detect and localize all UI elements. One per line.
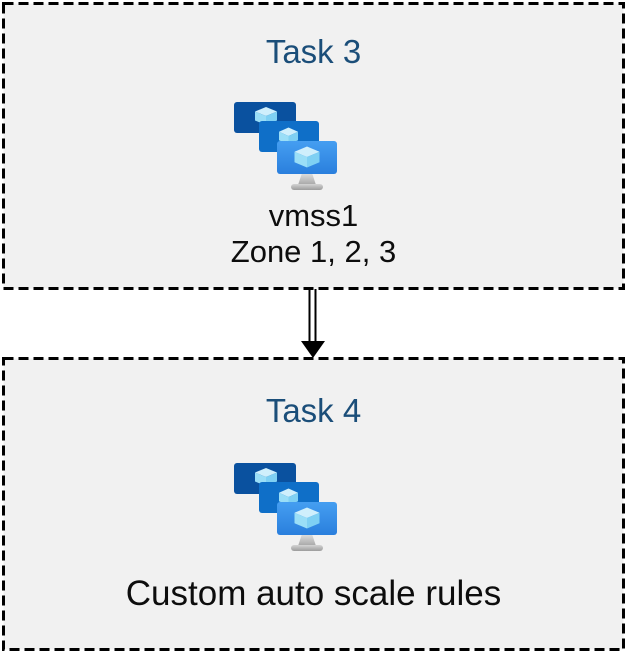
zone-label: Zone 1, 2, 3 — [230, 234, 397, 269]
monitor-stand — [298, 534, 316, 546]
vm-scale-sets-icon — [234, 102, 337, 190]
autoscale-rules-label: Custom auto scale rules — [125, 574, 502, 613]
task4-title: Task 4 — [265, 392, 362, 429]
monitor-stand — [298, 173, 316, 185]
arrow-head-icon — [301, 341, 325, 358]
cube-icon — [307, 512, 320, 529]
task3-title: Task 3 — [265, 33, 362, 70]
cube-icon — [307, 151, 320, 168]
cube-icon — [294, 151, 307, 168]
task3-box: Task 3 — [2, 2, 625, 290]
monitor-base — [291, 184, 323, 190]
vmss-name-label: vmss1 — [268, 198, 359, 233]
vm-scale-sets-icon — [234, 463, 337, 551]
down-arrow-connector — [301, 289, 325, 358]
cube-icon — [294, 512, 307, 529]
monitor-base — [291, 545, 323, 551]
task4-box: Task 4 — [2, 357, 625, 651]
